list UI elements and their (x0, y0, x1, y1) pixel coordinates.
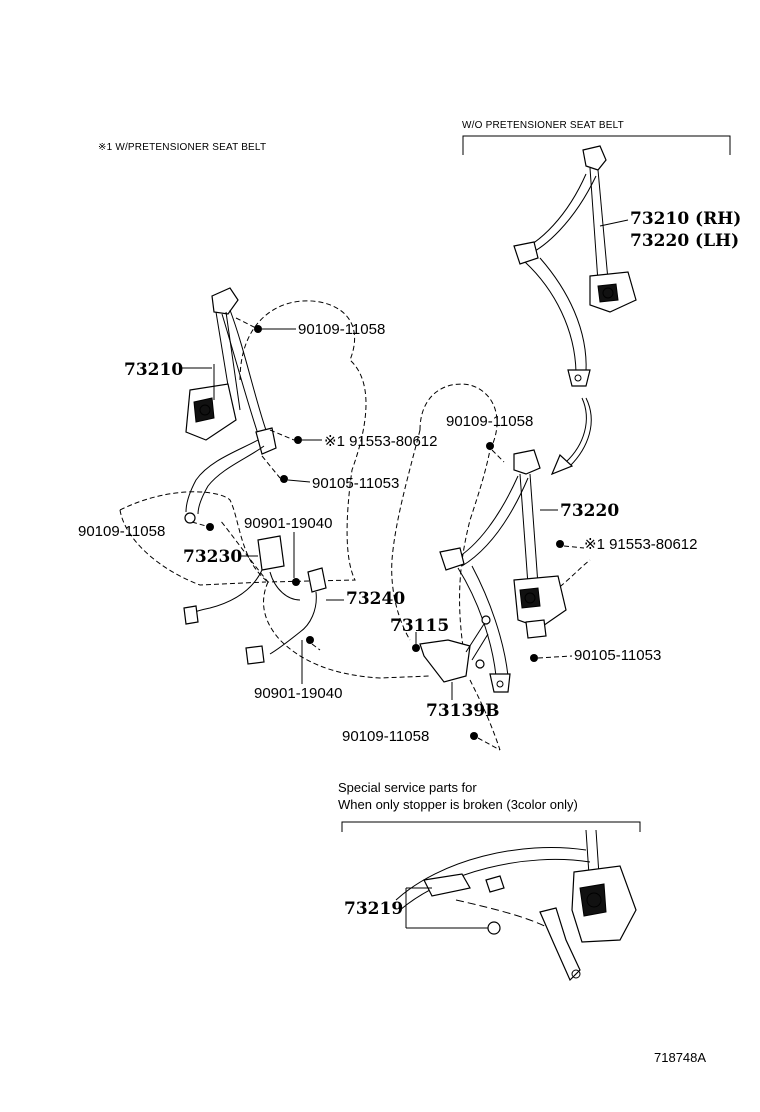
part-label-90105-11053-a: 90105-11053 (312, 475, 399, 492)
left-seat-outline (119, 300, 431, 679)
bolt-91553-right (556, 540, 585, 549)
stopper-73219-illustration (395, 829, 637, 982)
right-seat-outline (391, 383, 591, 751)
figure-id: 718748A (654, 1050, 706, 1065)
part-label-73219: 73219 (344, 899, 403, 919)
part-label-73220: 73220 (560, 501, 619, 521)
pretensioner-note: ※1 W/PRETENSIONER SEAT BELT (98, 142, 266, 153)
reference-arrow (565, 397, 587, 463)
part-label-73115: 73115 (390, 616, 449, 636)
bolt-90105-left (261, 455, 311, 483)
bolt-90109-right-upper (486, 442, 505, 463)
bolt-90105-right (530, 654, 573, 662)
part-label-90109-11058-a: 90109-11058 (298, 321, 385, 338)
part-label-90109-11058-d: 90109-11058 (342, 728, 429, 745)
part-label-90105-11053-b: 90105-11053 (574, 647, 661, 664)
part-73240-illustration (245, 567, 327, 665)
part-label-90901-19040-a: 90901-19040 (244, 515, 332, 532)
leader-73210rh (599, 219, 629, 227)
part-label-90109-11058-b: 90109-11058 (78, 523, 165, 540)
part-label-73240: 73240 (346, 589, 405, 609)
part-label-91553-80612-a: ※1 91553-80612 (324, 433, 438, 450)
bolt-91553-left (269, 429, 322, 444)
part-label-90109-11058-c: 90109-11058 (446, 413, 533, 430)
part-label-73210: 73210 (124, 360, 183, 380)
part-label-73230: 73230 (183, 547, 242, 567)
part-label-73210-rh: 73210 (RH) (630, 209, 741, 229)
part-73115-73139b-illustration (412, 615, 491, 683)
part-label-73139b: 73139B (426, 701, 500, 721)
bolt-90109-right-lower (470, 732, 501, 751)
part-label-91553-80612-b: ※1 91553-80612 (584, 536, 698, 553)
service-note-line1: Special service parts for (338, 780, 477, 795)
without-pretensioner-bracket (462, 135, 731, 155)
bolt-90109-upper (235, 317, 296, 333)
buckle-73230-illustration (183, 535, 301, 625)
service-bracket (341, 821, 641, 832)
belt-assembly-73220-illustration (439, 449, 567, 693)
bolt-90109-lower-left (191, 521, 214, 531)
service-note-line2: When only stopper is broken (3color only… (338, 797, 578, 812)
belt-assembly-rh-lh-illustration (513, 145, 637, 387)
leader-73219 (405, 887, 488, 929)
belt-assembly-73210-illustration (184, 287, 277, 524)
part-label-73220-lh: 73220 (LH) (630, 231, 739, 251)
part-label-90901-19040-b: 90901-19040 (254, 685, 342, 702)
without-pretensioner-note: W/O PRETENSIONER SEAT BELT (462, 120, 624, 131)
